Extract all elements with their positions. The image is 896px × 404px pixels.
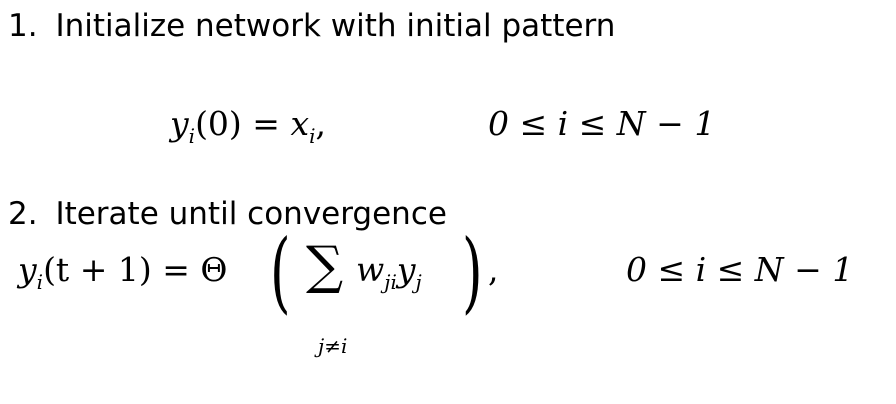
- step-2: 2. Iterate until convergence: [8, 196, 447, 232]
- comma: ,: [315, 104, 326, 143]
- sum-index: j≠i: [318, 334, 348, 358]
- right-paren: ): [462, 220, 483, 323]
- sum-term: wjiyj: [356, 250, 422, 294]
- sub: ji: [384, 270, 397, 294]
- sub: j: [415, 270, 422, 294]
- var: x: [290, 104, 310, 143]
- equation-1-range: 0 ≤ i ≤ N − 1: [488, 104, 716, 143]
- step-label: Initialize network with initial pattern: [55, 8, 616, 44]
- sum-symbol: ∑: [306, 236, 344, 296]
- lhs-arg: (0) =: [195, 104, 291, 143]
- sub: i: [188, 124, 196, 148]
- left-paren: (: [270, 220, 291, 323]
- var: y: [18, 250, 37, 289]
- step-number: 2.: [8, 196, 38, 232]
- equation-2-range: 0 ≤ i ≤ N − 1: [626, 250, 854, 289]
- equation-2-lhs: yi(t + 1) = Θ: [18, 250, 227, 294]
- var: y: [396, 250, 416, 289]
- comma: ,: [488, 250, 499, 289]
- equation-1: yi(0) = xi,: [170, 104, 326, 148]
- step-label: Iterate until convergence: [55, 196, 447, 232]
- sub: i: [36, 270, 44, 294]
- var: y: [170, 104, 189, 143]
- var: w: [356, 250, 385, 289]
- sub: i: [309, 124, 316, 148]
- step-number: 1.: [8, 8, 38, 44]
- step-1: 1. Initialize network with initial patte…: [8, 8, 615, 44]
- lhs-arg: (t + 1) = Θ: [43, 250, 228, 289]
